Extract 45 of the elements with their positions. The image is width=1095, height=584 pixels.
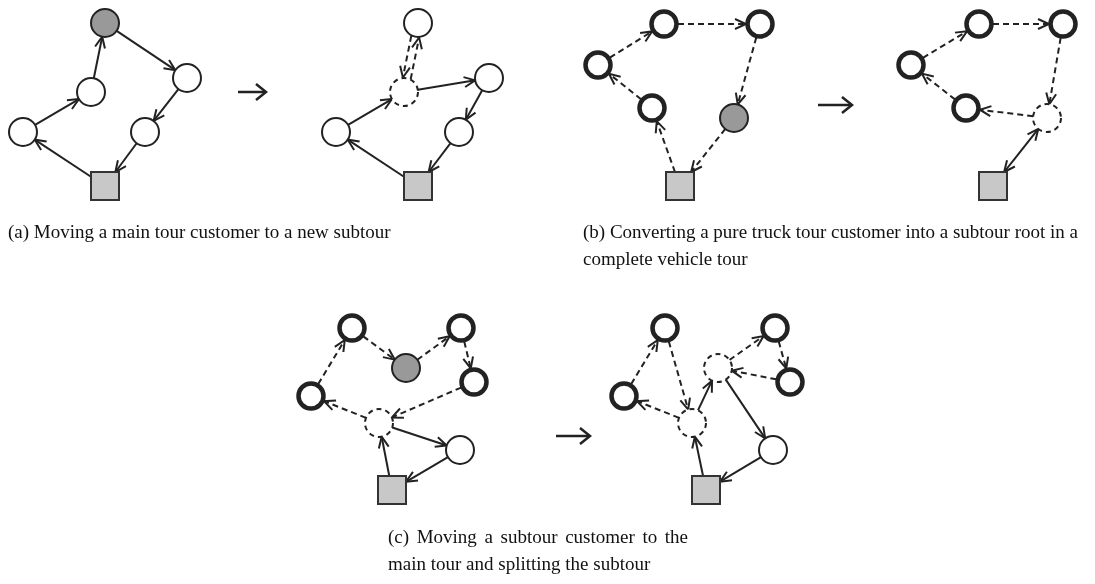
arrow	[1003, 127, 1040, 173]
arrow	[667, 340, 691, 411]
caption: (a) Moving a main tour customer to a new subtour	[8, 220, 392, 244]
arrow	[347, 98, 393, 126]
arrow	[992, 18, 1050, 30]
arrow	[921, 72, 956, 101]
arrow	[922, 30, 968, 59]
arrow	[114, 142, 138, 173]
arrow	[399, 34, 413, 79]
arrow	[92, 35, 106, 80]
arrow	[607, 72, 643, 101]
arrow	[464, 89, 484, 121]
arrow	[719, 456, 762, 483]
arrow	[409, 36, 423, 81]
arrow	[636, 399, 680, 419]
arrow	[390, 386, 463, 419]
arrow	[697, 379, 713, 412]
arrow	[317, 339, 346, 385]
arrow	[677, 18, 747, 30]
arrow	[777, 340, 790, 370]
arrow	[377, 435, 391, 477]
arrow	[691, 435, 705, 477]
arrow	[1045, 36, 1062, 106]
arrow	[152, 88, 180, 122]
caption: (b) Converting a pure truck tour customer into a subtour root in a complete vehicle tour	[583, 220, 1078, 271]
arrow	[391, 426, 448, 448]
arrow	[728, 335, 765, 361]
arrow	[405, 456, 449, 483]
arrow	[654, 120, 676, 173]
arrow	[416, 335, 451, 361]
arrow	[34, 98, 80, 126]
arrow	[730, 366, 778, 381]
arrow	[427, 142, 452, 173]
arrow	[630, 339, 659, 385]
arrow	[33, 138, 92, 178]
arrow	[323, 399, 367, 419]
arrow	[362, 335, 396, 361]
arrow	[346, 138, 405, 178]
arrow	[115, 29, 177, 72]
arrow	[608, 30, 654, 59]
arrow	[690, 127, 727, 173]
arrow	[724, 378, 767, 440]
arrow	[462, 340, 474, 370]
caption: (c) Moving a subtour customer to the main tour and splitting the subtour	[388, 525, 688, 576]
arrow	[734, 36, 758, 106]
